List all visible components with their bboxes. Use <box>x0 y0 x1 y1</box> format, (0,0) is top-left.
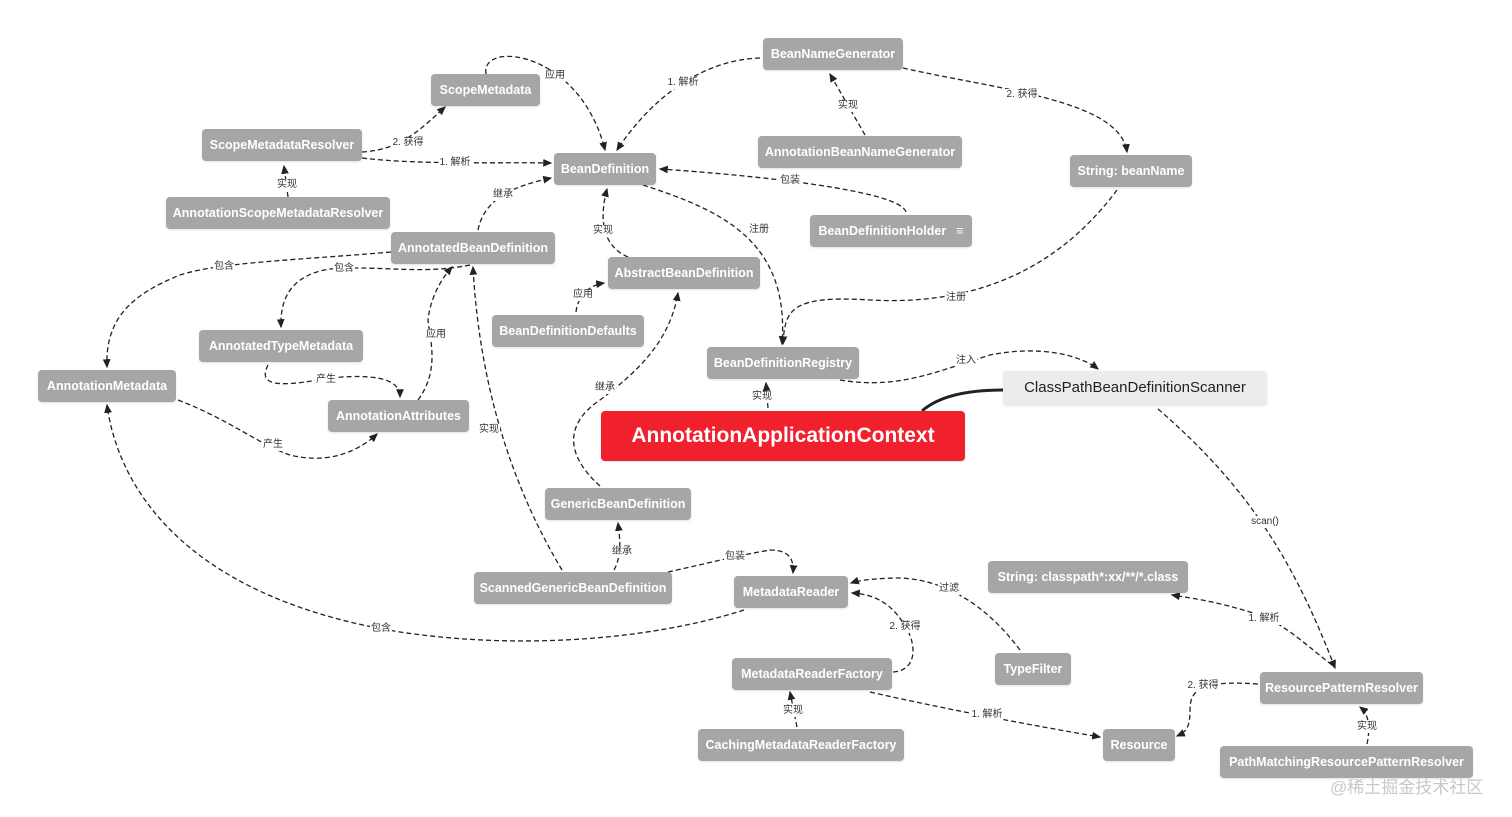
edge-label: 包含 <box>333 263 355 275</box>
node-resource[interactable]: Resource <box>1103 729 1175 761</box>
edge-label: 1. 解析 <box>666 77 700 89</box>
node-annotated-bean-definition[interactable]: AnnotatedBeanDefinition <box>391 232 555 264</box>
edge-4 <box>616 57 761 152</box>
node-scope-metadata[interactable]: ScopeMetadata <box>431 74 540 106</box>
edge-31 <box>1170 592 1333 666</box>
edge-22 <box>839 350 1100 384</box>
edge-14 <box>276 264 471 329</box>
node-type-filter[interactable]: TypeFilter <box>995 653 1071 685</box>
edge-label: 实现 <box>478 424 500 436</box>
node-metadata-reader[interactable]: MetadataReader <box>734 576 848 608</box>
node-annotation-bean-name-generator[interactable]: AnnotationBeanNameGenerator <box>758 136 962 168</box>
edge-25 <box>613 521 623 571</box>
edge-label: 应用 <box>425 329 447 341</box>
node-bean-definition-defaults[interactable]: BeanDefinitionDefaults <box>492 315 644 347</box>
edge-label: 注入 <box>955 355 977 367</box>
edge-label: 过滤 <box>938 583 960 595</box>
edge-12 <box>575 280 606 313</box>
edge-label: 1. 解析 <box>970 709 1004 721</box>
node-scanned-generic-bean-definition[interactable]: ScannedGenericBeanDefinition <box>474 572 672 604</box>
node-scope-metadata-resolver[interactable]: ScopeMetadataResolver <box>202 129 362 161</box>
edge-6 <box>902 67 1130 154</box>
edge-26 <box>667 549 798 575</box>
node-string-bean-name[interactable]: String: beanName <box>1070 155 1192 187</box>
edge-label: 应用 <box>572 289 594 301</box>
edge-label: 继承 <box>594 382 616 394</box>
edge-label: 注册 <box>748 224 770 236</box>
edge-label: 包装 <box>779 175 801 187</box>
edge-18 <box>104 403 745 642</box>
edge-label: 包含 <box>370 623 392 635</box>
edge-label: 注册 <box>945 292 967 304</box>
edge-label: 产生 <box>315 374 337 386</box>
edge-label: 实现 <box>751 391 773 403</box>
edge-label: 实现 <box>1356 721 1378 733</box>
edge-label: 应用 <box>544 70 566 82</box>
edge-11 <box>779 189 1118 346</box>
edge-label: 继承 <box>611 546 633 558</box>
root-node-annotation-application-context[interactable]: AnnotationApplicationContext <box>601 411 965 461</box>
node-abstract-bean-definition[interactable]: AbstractBeanDefinition <box>608 257 760 289</box>
edge-27 <box>849 576 1021 651</box>
edge-19 <box>469 265 563 571</box>
node-bean-definition-registry[interactable]: BeanDefinitionRegistry <box>707 347 859 379</box>
note-icon[interactable]: ≡ <box>956 224 964 238</box>
edge-7 <box>658 165 907 213</box>
edge-label: 2. 获得 <box>888 621 922 633</box>
edge-label: scan() <box>1250 516 1280 528</box>
edge-9 <box>601 187 629 258</box>
node-bean-name-generator[interactable]: BeanNameGenerator <box>763 38 903 70</box>
node-bean-definition[interactable]: BeanDefinition <box>554 153 656 185</box>
edge-32 <box>1175 682 1259 737</box>
edge-13 <box>102 251 392 369</box>
node-generic-bean-definition[interactable]: GenericBeanDefinition <box>545 488 691 520</box>
node-metadata-reader-factory[interactable]: MetadataReaderFactory <box>732 658 892 690</box>
edge-label: 实现 <box>592 225 614 237</box>
edge-label: 包装 <box>724 551 746 563</box>
edge-17 <box>177 399 378 459</box>
edge-8 <box>477 175 553 231</box>
edge-16 <box>417 266 453 401</box>
node-class-path-bean-definition-scanner[interactable]: ClassPathBeanDefinitionScanner <box>1003 371 1267 405</box>
node-path-matching-resource-pattern-resolver[interactable]: PathMatchingResourcePatternResolver <box>1220 746 1473 778</box>
edge-label: 继承 <box>492 189 514 201</box>
node-annotation-metadata[interactable]: AnnotationMetadata <box>38 370 176 402</box>
edge-15 <box>264 364 404 399</box>
edge-label: 1. 解析 <box>438 157 472 169</box>
edge-label: 产生 <box>262 439 284 451</box>
edge-10 <box>642 184 787 346</box>
watermark: @稀土掘金技术社区 <box>1330 778 1484 797</box>
node-bean-definition-holder[interactable]: BeanDefinitionHolder ≡ <box>810 215 972 247</box>
edge-20 <box>573 291 681 487</box>
edge-label: 2. 获得 <box>1005 89 1039 101</box>
edge-label: 实现 <box>276 179 298 191</box>
edge-24 <box>1157 408 1336 670</box>
edge-label: 实现 <box>782 705 804 717</box>
edge-label: 2. 获得 <box>391 137 425 149</box>
node-annotated-type-metadata[interactable]: AnnotatedTypeMetadata <box>199 330 363 362</box>
node-annotation-attributes[interactable]: AnnotationAttributes <box>328 400 469 432</box>
root-to-scanner-connector <box>921 388 1004 413</box>
node-label: BeanDefinitionHolder <box>818 224 947 238</box>
node-resource-pattern-resolver[interactable]: ResourcePatternResolver <box>1260 672 1423 704</box>
edge-label: 2. 获得 <box>1186 680 1220 692</box>
edge-label: 包含 <box>213 261 235 273</box>
node-annotation-scope-metadata-resolver[interactable]: AnnotationScopeMetadataResolver <box>166 197 390 229</box>
node-string-classpath[interactable]: String: classpath*:xx/**/*.class <box>988 561 1188 593</box>
edge-3 <box>281 164 289 198</box>
edge-label: 1. 解析 <box>1247 613 1281 625</box>
edge-label: 实现 <box>837 100 859 112</box>
edge-0 <box>485 55 607 152</box>
node-caching-metadata-reader-factory[interactable]: CachingMetadataReaderFactory <box>698 729 904 761</box>
